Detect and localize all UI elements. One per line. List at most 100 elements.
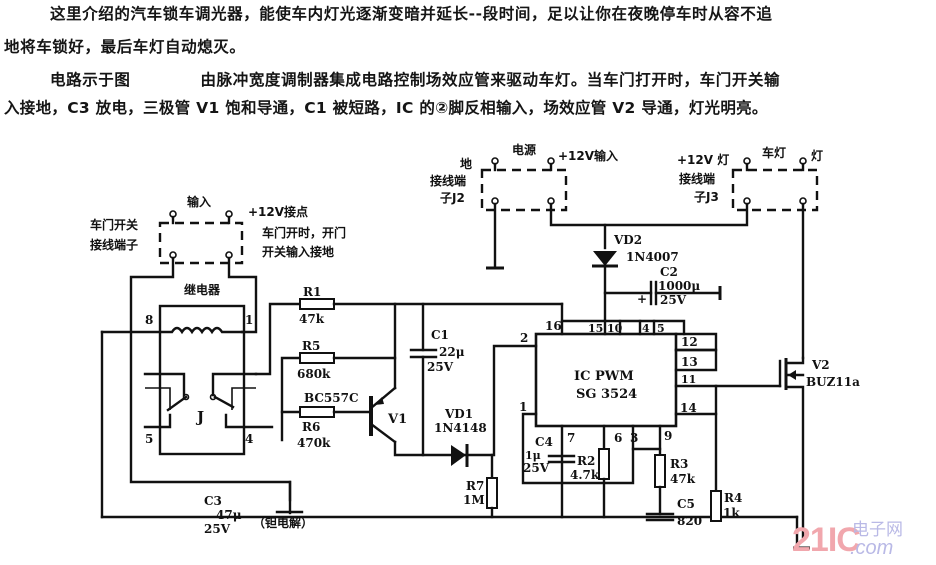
ic-pin-4: 4: [642, 322, 650, 335]
vd1-name: VD1: [444, 407, 473, 421]
lamp-title: 车灯: [762, 145, 786, 160]
vd2-model: 1N4007: [626, 250, 679, 264]
c4-voltage: 25V: [523, 461, 550, 475]
ic-sg3524: [534, 332, 678, 428]
resistor-r5: [299, 352, 335, 364]
vd2-name: VD2: [613, 233, 642, 247]
v1-model: BC557C: [304, 391, 359, 405]
r5-name: R5: [302, 339, 320, 353]
r3-value: 47k: [670, 472, 696, 486]
resistor-r3: [654, 454, 666, 488]
lamp-plus12: +12V 灯: [677, 152, 729, 167]
relay-pin-1: 1: [245, 313, 253, 327]
c4-name: C4: [535, 435, 553, 449]
description-line-3: 电路示于图 由脉冲宽度调制器集成电路控制场效应管来驱动车灯。当车门打开时，车门开关…: [50, 70, 936, 90]
r2-name: R2: [577, 454, 595, 468]
figure-reference: 电路示于图: [50, 71, 131, 89]
power-name-1: 地: [460, 156, 472, 171]
watermark-logo: 21IC 电子网 .com: [792, 520, 932, 560]
power-plus12: +12V输入: [558, 148, 618, 163]
ic-pin-10: 10: [607, 322, 623, 335]
r1-value: 47k: [299, 312, 325, 326]
power-title: 电源: [512, 142, 536, 157]
power-connector-j2: 电源 +12V输入 地 接线端 子J2: [430, 142, 618, 212]
r1-name: R1: [303, 285, 321, 299]
c3-name: C3: [204, 494, 222, 508]
relay-pin-5: 5: [145, 432, 153, 446]
c2-voltage: 25V: [660, 293, 687, 307]
c1-value: 22μ: [439, 345, 465, 359]
ic-pin-2: 2: [520, 331, 528, 345]
ic-pin-12: 12: [681, 335, 698, 349]
r4-name: R4: [724, 491, 742, 505]
resistor-r2: [598, 448, 610, 480]
door-switch-name-2: 接线端子: [90, 237, 138, 252]
resistor-r4: [710, 490, 722, 522]
door-switch-note-2: 开关输入接地: [262, 244, 334, 259]
ic-pin-3: 3: [630, 431, 638, 445]
power-name-3: 子J2: [440, 191, 465, 205]
door-switch-title: 输入: [187, 194, 211, 209]
diode-vd2: [592, 251, 618, 268]
relay-body: [158, 304, 246, 456]
vd1-model: 1N4148: [434, 421, 487, 435]
relay: 继电器 8 1 5 4 J: [100, 282, 274, 456]
door-switch-name-1: 车门开关: [90, 217, 138, 232]
ic-pin-16: 16: [545, 319, 562, 333]
c2-value: 1000μ: [658, 279, 700, 293]
watermark-domain: .com: [850, 537, 894, 559]
ic-pin-14: 14: [680, 401, 697, 415]
r2-value: 4.7k: [570, 468, 600, 482]
ic-pin-6: 6: [614, 431, 622, 445]
ic-pin-5: 5: [657, 322, 665, 335]
power-name-2: 接线端: [430, 173, 466, 188]
c5-value: 820: [677, 514, 702, 528]
ic-pin-7: 7: [567, 431, 575, 445]
ic-pin-1: 1: [519, 400, 527, 414]
relay-pin-8: 8: [145, 313, 153, 327]
c1-name: C1: [431, 328, 449, 342]
v2-model: BUZ11a: [806, 375, 860, 389]
lamp-connector-j3: 车灯 灯 +12V 灯 接线端 子J3: [677, 145, 823, 212]
v2-name: V2: [811, 358, 830, 372]
power-housing: [480, 168, 568, 212]
door-switch-connector: 输入 车门开关 接线端子 +12V接点 车门开时，开门 开关输入接地: [90, 194, 346, 265]
r6-value: 470k: [297, 436, 331, 450]
door-switch-plus12: +12V接点: [248, 204, 308, 219]
transistor-v1: V1: [369, 386, 407, 444]
resistor-r6: [299, 406, 335, 418]
c1-voltage: 25V: [427, 360, 454, 374]
description-line-2: 地将车锁好，最后车灯自动熄灭。: [4, 38, 246, 56]
description-line-3-body: 由脉冲宽度调制器集成电路控制场效应管来驱动车灯。当车门打开时，车门开关输: [200, 71, 781, 89]
ic-pin-11: 11: [681, 373, 696, 386]
watermark-cn: 电子网: [852, 520, 903, 540]
lamp-housing: [731, 168, 819, 212]
r7-name: R7: [466, 479, 484, 493]
r3-name: R3: [670, 457, 688, 471]
ic-line-1: IC PWM: [574, 369, 634, 384]
ic-pin-15: 15: [588, 322, 603, 335]
relay-pin-4: 4: [245, 432, 253, 446]
v1-name: V1: [387, 412, 407, 427]
lamp-right-label: 灯: [811, 148, 823, 163]
c2-plus: +: [637, 292, 647, 306]
description-line-4: 入接地，C3 放电，三极管 V1 饱和导通，C1 被短路，IC 的②脚反相输入，…: [4, 99, 768, 117]
watermark-brand: 21IC: [792, 521, 861, 559]
c2-name: C2: [660, 265, 678, 279]
door-switch-note-1: 车门开时，开门: [262, 225, 346, 240]
relay-label: J: [195, 408, 204, 426]
c3-value: 47μ: [216, 508, 242, 522]
relay-title: 继电器: [184, 282, 221, 297]
r5-value: 680k: [297, 367, 331, 381]
resistor-r7: [486, 477, 498, 509]
ic-pin-13: 13: [681, 355, 698, 369]
r4-value: 1k: [723, 506, 740, 520]
r6-name: R6: [302, 420, 320, 434]
c3-voltage: 25V: [204, 522, 231, 536]
lamp-name-2: 接线端: [679, 171, 715, 186]
r7-value: 1M: [463, 493, 485, 507]
ic-pin-9: 9: [664, 429, 672, 443]
c3-note: （钽电解）: [253, 515, 313, 530]
relay-coil: [100, 326, 244, 335]
